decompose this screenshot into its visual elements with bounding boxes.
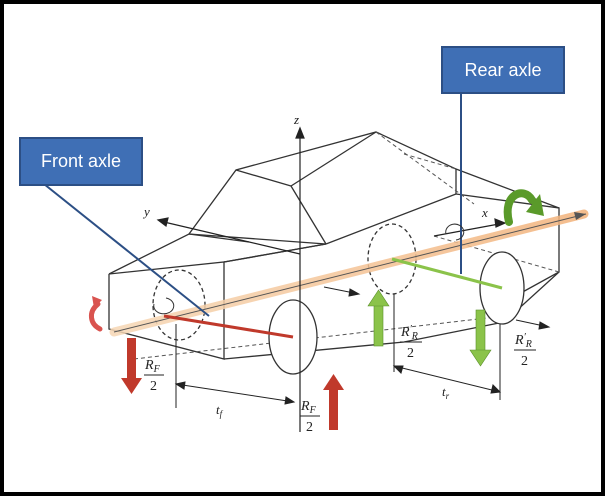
rear-left-force-arrow	[367, 289, 390, 347]
axis-y-label: y	[142, 204, 150, 219]
force-label-rear-right: R′R 2	[514, 332, 536, 369]
axis-z-label: z	[293, 112, 299, 127]
rear-track-label: tr	[442, 384, 450, 401]
rear-right-force-arrow	[469, 309, 492, 367]
hidden-lines	[133, 131, 560, 360]
svg-text:RF: RF	[300, 399, 317, 416]
front-left-force-arrow	[121, 338, 142, 394]
rear-track-dimension	[392, 294, 502, 400]
axis-x-label: x	[481, 205, 488, 220]
svg-text:2: 2	[306, 420, 313, 435]
rear-axle-callout: Rear axle	[441, 46, 565, 94]
svg-text:R′R: R′R	[514, 332, 532, 350]
rotation-marks	[153, 223, 465, 315]
vehicle-roll-diagram: z y x RF 2 RF 2	[43, 94, 589, 435]
svg-text:2: 2	[407, 346, 414, 361]
force-label-rear-left: R′R 2	[400, 324, 422, 361]
force-label-front-left: RF 2	[144, 358, 164, 394]
roll-axis	[109, 209, 589, 337]
svg-text:2: 2	[150, 379, 157, 394]
front-axle-callout: Front axle	[19, 137, 143, 186]
roll-moment-arrow-front	[89, 296, 103, 332]
front-axle-callout-text: Front axle	[40, 151, 122, 171]
front-axle-line	[163, 314, 294, 339]
front-right-force-arrow	[323, 374, 344, 430]
svg-text:RF: RF	[144, 358, 161, 375]
roll-moment-arrow-rear	[503, 189, 544, 226]
lateral-arrows	[323, 286, 551, 330]
front-axle-leader	[43, 183, 210, 317]
coordinate-axes	[156, 126, 507, 432]
svg-text:2: 2	[521, 354, 528, 369]
force-label-front-right: RF 2	[300, 399, 320, 435]
rear-axle-callout-text: Rear axle	[464, 59, 542, 80]
rear-axle-line	[391, 257, 503, 290]
front-left-wheel	[152, 269, 206, 341]
diagram-frame: z y x RF 2 RF 2	[4, 4, 601, 492]
front-track-label: tf	[216, 402, 224, 419]
front-track-dimension	[174, 324, 296, 408]
svg-text:R′R: R′R	[400, 324, 418, 342]
